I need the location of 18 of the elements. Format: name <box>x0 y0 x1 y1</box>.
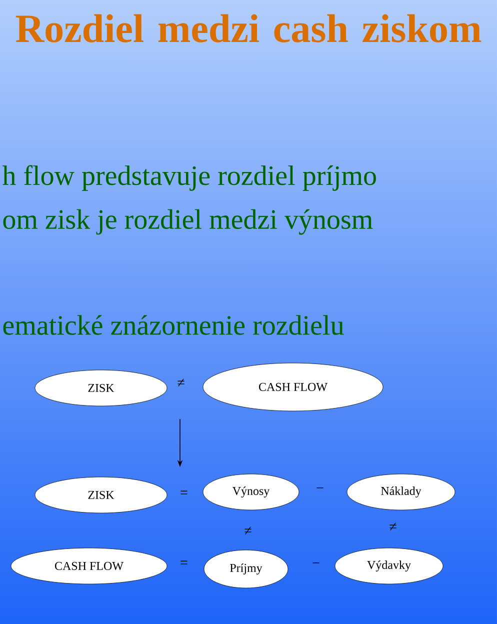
math-symbol: = <box>180 490 188 494</box>
math-symbol: = <box>180 560 188 564</box>
body-text: om zisk je rozdiel medzi výnosm <box>3 209 373 235</box>
body-text: ematické znázornenie rozdielu <box>3 315 344 335</box>
ellipse-node: Príjmy <box>204 550 288 588</box>
math-symbol: ≠ <box>390 522 396 530</box>
ellipse-node: ZISK <box>34 370 168 406</box>
math-symbol: − <box>312 562 320 564</box>
ellipse-node: Náklady <box>346 474 456 510</box>
title: Rozdiel medzi cash ziskom <box>16 14 482 42</box>
ellipse-node: CASH FLOW <box>10 548 168 584</box>
math-symbol: ≠ <box>244 526 252 534</box>
ellipse-node: CASH FLOW <box>202 362 384 412</box>
body-text: h flow predstavuje rozdiel príjmo <box>2 165 376 191</box>
ellipse-node: ZISK <box>34 476 168 514</box>
ellipse-node: Výdavky <box>334 548 444 584</box>
ellipse-node: Výnosy <box>202 474 300 510</box>
math-symbol: ≠ <box>178 378 184 386</box>
